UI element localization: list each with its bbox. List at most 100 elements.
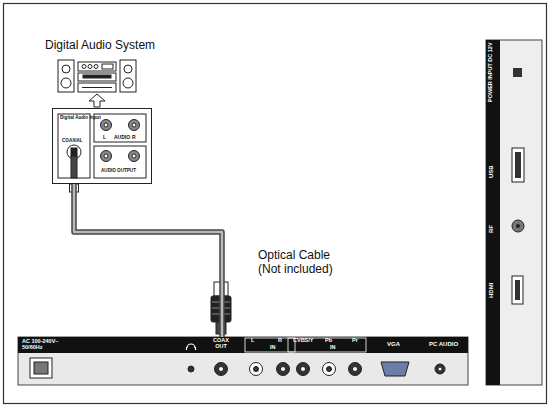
port-label: USB: [488, 165, 494, 178]
audio-panel: [101, 151, 112, 162]
side-panel: [486, 40, 542, 385]
side-panel: [512, 220, 524, 232]
audio-input-panel: Digital Audio InputCOAXIAL L AUDIOR AUDIO O…: [52, 108, 152, 184]
audio-panel: [129, 120, 140, 131]
tv-bottom-panel: AC 100-240V~ 50/60HzLRINCVBS/YPbPrINVGAP…: [18, 337, 468, 385]
port-label: IN: [330, 345, 336, 351]
port-label: RF: [488, 225, 494, 233]
audio-panel: [132, 123, 136, 127]
side-panel: [512, 148, 524, 182]
panel-jacks: [250, 363, 263, 376]
port-label: CVBS/Y: [293, 338, 313, 344]
port-label: Pb: [325, 338, 332, 344]
audio-panel: [94, 114, 146, 142]
stereo-illustration: [94, 65, 98, 69]
side-panel: [486, 40, 542, 385]
side-panel: [486, 40, 500, 385]
port-label: AC 100-240V~ 50/60Hz: [22, 339, 74, 351]
panel-jacks: [219, 367, 224, 372]
stereo-illustration: [61, 78, 71, 88]
audio-panel: [58, 114, 90, 178]
top-plug: [71, 156, 77, 178]
side-panel: [515, 152, 521, 178]
panel-jacks: [327, 367, 332, 372]
cable-label: Optical Cable (Not included): [258, 248, 354, 277]
port-label: L: [103, 135, 106, 140]
panel-jacks: [297, 363, 310, 376]
side-panel: [515, 280, 520, 300]
port-label: COAXIAL: [62, 139, 83, 144]
stereo-illustration: [82, 65, 86, 69]
panel-jacks: [435, 364, 445, 374]
port-label: POWER INPUT DC 12V: [488, 42, 494, 102]
panel-jacks: [188, 366, 194, 372]
panel-jacks: [30, 358, 52, 378]
port-label: AUDIO OUTPUT: [101, 169, 136, 174]
port-label: HDMI: [488, 283, 494, 298]
hollow-arrow: [89, 94, 105, 107]
audio-panel: [104, 154, 108, 158]
hollow-arrow: [89, 94, 105, 107]
stereo-illustration: [82, 87, 112, 88]
audio-panel: [71, 148, 77, 156]
cable-path: [74, 184, 222, 337]
panel-jacks: [281, 367, 286, 372]
stereo-illustration: [58, 60, 136, 92]
audio-panel: [101, 120, 112, 131]
audio-panel: [104, 123, 108, 127]
port-label: R: [132, 135, 136, 140]
panel-jacks: [323, 363, 336, 376]
panel-jacks: [215, 363, 228, 376]
stereo-illustration: [83, 75, 111, 78]
port-label: IN: [270, 345, 276, 351]
panel-jacks: [277, 363, 290, 376]
stereo-illustration: [78, 83, 116, 92]
port-label: VGA: [387, 341, 400, 347]
heading-label: Digital Audio System: [45, 38, 155, 52]
coax-out-port: COAX OUT: [208, 337, 236, 385]
stereo-illustration: [62, 65, 70, 73]
panel-jacks: [349, 363, 362, 376]
port-label: COAX OUT: [208, 338, 234, 350]
panel-jacks: [34, 362, 48, 374]
port-label: R: [278, 338, 282, 344]
panel-jacks: [254, 367, 259, 372]
stereo-illustration: [102, 64, 113, 69]
port-label: Pr: [352, 338, 358, 344]
side-panel: [512, 276, 523, 304]
panel-jacks: [301, 367, 306, 372]
stereo-illustration: [120, 60, 136, 92]
panel-jacks: [30, 344, 445, 378]
bottom-panel: [288, 338, 366, 352]
optical-cable: [74, 184, 222, 337]
panel-jacks: [187, 344, 196, 350]
tv-side-panel: POWER INPUT DC 12V USB RF HDMI: [486, 40, 542, 385]
frame: [4, 4, 547, 404]
panel-jacks: [353, 367, 358, 372]
side-panel: [516, 224, 520, 228]
port-label: AUDIO: [114, 135, 130, 140]
side-panel: [513, 68, 522, 77]
port-label: PC AUDIO: [429, 341, 458, 347]
stereo-illustration: [88, 65, 92, 69]
audio-panel: [52, 108, 152, 184]
bottom-panel: [245, 338, 295, 352]
panel-jacks: [438, 367, 442, 371]
bottom-panel: [18, 337, 468, 385]
audio-panel: [94, 146, 146, 178]
stereo-illustration: [124, 65, 132, 73]
bottom-panel: [18, 337, 468, 385]
panel-jacks: [381, 362, 409, 376]
cable-core: [74, 184, 222, 337]
port-label: L: [251, 338, 254, 344]
stereo-illustration: [123, 78, 133, 88]
port-label: Digital Audio Input: [60, 116, 101, 121]
audio-panel: [132, 154, 136, 158]
stereo-illustration: [78, 62, 116, 71]
frame: [4, 4, 547, 404]
stereo-illustration: [78, 73, 116, 81]
audio-panel: [52, 108, 152, 184]
bottom-panel: [18, 337, 468, 353]
stereo-illustration: [58, 60, 74, 92]
